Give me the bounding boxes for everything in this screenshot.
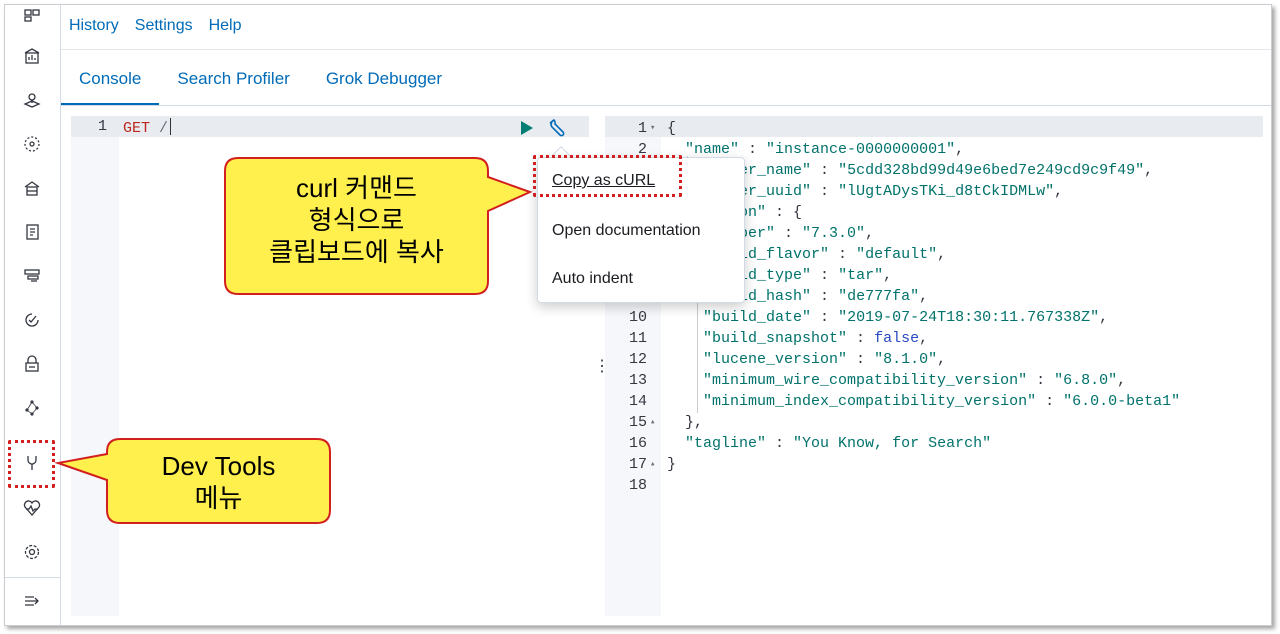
output-line: 17▴} xyxy=(605,454,1263,475)
editor-request-line[interactable]: GET / xyxy=(123,118,172,137)
output-line-text: "build_snapshot" : false, xyxy=(703,330,929,347)
text-cursor xyxy=(170,118,172,135)
management-icon[interactable] xyxy=(21,541,43,563)
output-line: 18 xyxy=(605,475,1263,496)
devtools-icon[interactable] xyxy=(21,452,43,474)
output-line-number: 10 xyxy=(628,309,647,326)
output-line-text: "minimum_index_compatibility_version" : … xyxy=(703,393,1181,410)
output-active-line xyxy=(605,116,1263,137)
output-line-text: } xyxy=(667,456,677,473)
callout-line: 클립보드에 복사 xyxy=(269,237,444,267)
request-path: / xyxy=(159,120,169,137)
tab-console[interactable]: Console xyxy=(61,59,160,105)
apm-icon[interactable] xyxy=(21,265,43,287)
output-line-number: 2 xyxy=(637,141,647,158)
maps-icon[interactable] xyxy=(21,89,43,111)
devtools-callout-text: Dev Tools 메뉴 xyxy=(107,450,330,514)
canvas-icon[interactable] xyxy=(21,45,43,67)
output-line-number: 14 xyxy=(628,393,647,410)
collapse-icon[interactable] xyxy=(21,590,43,612)
output-line: 2 "name" : "instance-0000000001", xyxy=(605,139,1263,160)
output-line: 15▴ }, xyxy=(605,412,1263,433)
request-actions-menu: Copy as cURL Open documentation Auto ind… xyxy=(537,157,745,303)
copy-as-curl-item[interactable]: Copy as cURL xyxy=(552,172,656,189)
output-line-number: 17 xyxy=(628,456,647,473)
request-method: GET xyxy=(123,120,151,137)
ml-icon[interactable] xyxy=(21,133,43,155)
output-line-text: "name" : "instance-0000000001", xyxy=(685,141,965,158)
open-documentation-item[interactable]: Open documentation xyxy=(552,222,701,239)
output-line-number: 15 xyxy=(628,414,647,431)
callout-line: curl 커맨드 xyxy=(296,173,417,203)
output-line: 11 "build_snapshot" : false, xyxy=(605,328,1263,349)
editor-gutter xyxy=(71,116,119,616)
fold-toggle-icon[interactable]: ▴ xyxy=(650,459,656,469)
send-request-button[interactable] xyxy=(519,120,535,136)
kibana-window: History Settings Help Console Search Pro… xyxy=(4,4,1272,626)
settings-link[interactable]: Settings xyxy=(134,17,193,34)
top-links: History Settings Help xyxy=(69,15,242,37)
help-link[interactable]: Help xyxy=(208,17,242,34)
siem-icon[interactable] xyxy=(21,353,43,375)
nav-separator xyxy=(5,577,61,578)
output-line-number: 13 xyxy=(628,372,647,389)
copy-curl-callout xyxy=(224,157,533,295)
graph-icon[interactable] xyxy=(21,397,43,419)
request-actions-button[interactable] xyxy=(547,118,569,138)
output-line-text: "lucene_version" : "8.1.0", xyxy=(703,351,947,368)
indent-guide xyxy=(697,282,698,413)
uptime-icon[interactable] xyxy=(21,309,43,331)
output-line: 1▾ { xyxy=(605,118,1263,139)
editor-line-number: 1 xyxy=(97,118,107,135)
output-line-number: 12 xyxy=(628,351,647,368)
output-line-number: 18 xyxy=(628,477,647,494)
tabs-separator xyxy=(61,105,1271,106)
output-line-text: }, xyxy=(667,414,704,431)
play-icon xyxy=(521,121,533,135)
copy-as-curl-highlight xyxy=(533,155,682,197)
output-line: 12 "lucene_version" : "8.1.0", xyxy=(605,349,1263,370)
logs-icon[interactable] xyxy=(21,221,43,243)
output-line-number: 1 xyxy=(637,120,647,137)
output-line-text: "tagline" : "You Know, for Search" xyxy=(685,435,992,452)
callout-line: 메뉴 xyxy=(194,483,243,513)
tab-search-profiler[interactable]: Search Profiler xyxy=(177,69,290,88)
fold-toggle-icon[interactable]: ▾ xyxy=(650,123,656,133)
infrastructure-icon[interactable] xyxy=(21,177,43,199)
output-line: 10 "build_date" : "2019-07-24T18:30:11.7… xyxy=(605,307,1263,328)
tab-grok-debugger[interactable]: Grok Debugger xyxy=(325,69,443,88)
auto-indent-item[interactable]: Auto indent xyxy=(552,270,633,287)
editor-active-line xyxy=(71,116,589,137)
callout-line: Dev Tools xyxy=(161,451,276,481)
monitoring-icon[interactable] xyxy=(21,497,43,519)
output-line-text: { xyxy=(667,120,677,137)
fold-toggle-icon[interactable]: ▴ xyxy=(650,417,656,427)
history-link[interactable]: History xyxy=(69,17,119,34)
output-line: 16 "tagline" : "You Know, for Search" xyxy=(605,433,1263,454)
output-line-number: 11 xyxy=(628,330,647,347)
output-line-number: 16 xyxy=(628,435,647,452)
dashboard-icon[interactable] xyxy=(21,7,43,29)
devtools-highlight xyxy=(8,440,55,488)
output-line-text: "minimum_wire_compatibility_version" : "… xyxy=(703,372,1127,389)
devtools-callout xyxy=(54,438,331,524)
pane-resizer[interactable]: ⋮ xyxy=(594,358,610,375)
wrench-icon xyxy=(549,119,565,137)
callout-line: 형식으로 xyxy=(308,205,405,235)
output-line-text: "build_date" : "2019-07-24T18:30:11.7673… xyxy=(703,309,1109,326)
side-nav xyxy=(5,5,61,625)
output-line: 14 "minimum_index_compatibility_version"… xyxy=(605,391,1263,412)
top-separator xyxy=(61,49,1271,50)
copy-curl-callout-text: curl 커맨드 형식으로 클립보드에 복사 xyxy=(225,172,488,268)
output-line: 13 "minimum_wire_compatibility_version" … xyxy=(605,370,1263,391)
devtools-tabs: Console Search Profiler Grok Debugger xyxy=(61,59,460,105)
